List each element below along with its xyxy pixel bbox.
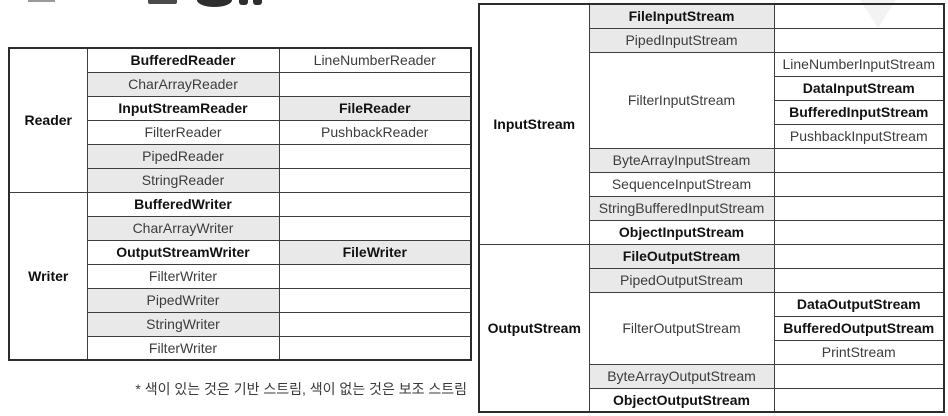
table-row: PipedInputStream bbox=[479, 27, 945, 53]
cell-piped-writer: PipedWriter bbox=[86, 287, 280, 313]
cell-object-output-stream: ObjectOutputStream bbox=[588, 387, 775, 413]
cell-buffered-input-stream: BufferedInputStream bbox=[773, 99, 945, 125]
table-row: FilterWriter bbox=[9, 263, 472, 289]
cell-char-array-reader: CharArrayReader bbox=[86, 71, 280, 97]
table-row: InputStreamReader FileReader bbox=[9, 95, 472, 121]
cropped-heading-fragment bbox=[197, 0, 232, 7]
empty-cell bbox=[773, 27, 945, 53]
cell-pushback-input-stream: PushbackInputStream bbox=[773, 123, 945, 149]
cell-filter-input-stream: FilterInputStream bbox=[588, 51, 775, 149]
cell-output-stream-writer: OutputStreamWriter bbox=[86, 239, 280, 265]
table-row: CharArrayReader bbox=[9, 71, 472, 97]
cropped-heading-fragment bbox=[239, 0, 248, 5]
table-row: ByteArrayInputStream bbox=[479, 147, 945, 173]
table-row: PipedOutputStream bbox=[479, 267, 945, 293]
writer-section-label: Writer bbox=[8, 191, 88, 361]
cell-char-array-writer: CharArrayWriter bbox=[86, 215, 280, 241]
table-row: BufferedOutputStream bbox=[479, 315, 945, 341]
input-stream-section-label: InputStream bbox=[478, 3, 590, 245]
cell-data-input-stream: DataInputStream bbox=[773, 75, 945, 101]
cell-string-buffered-input-stream: StringBufferedInputStream bbox=[588, 195, 775, 221]
cropped-heading-fragment bbox=[28, 0, 55, 2]
output-stream-section-label: OutputStream bbox=[478, 243, 590, 413]
cropped-heading-fragment bbox=[253, 0, 262, 5]
table-row: DataInputStream bbox=[479, 75, 945, 101]
table-row: StringBufferedInputStream bbox=[479, 195, 945, 221]
cell-filter-output-stream: FilterOutputStream bbox=[588, 291, 775, 365]
cell-data-output-stream: DataOutputStream bbox=[773, 291, 945, 317]
empty-cell bbox=[773, 387, 945, 413]
empty-cell bbox=[773, 147, 945, 173]
cell-file-reader: FileReader bbox=[278, 95, 472, 121]
cell-piped-output-stream: PipedOutputStream bbox=[588, 267, 775, 293]
table-row: OutputStream FileOutputStream bbox=[478, 243, 945, 413]
cell-buffered-writer: BufferedWriter bbox=[86, 191, 280, 217]
cell-input-stream-reader: InputStreamReader bbox=[86, 95, 280, 121]
cell-piped-input-stream: PipedInputStream bbox=[588, 27, 775, 53]
cell-pushback-reader: PushbackReader bbox=[278, 119, 472, 145]
cell-line-number-reader: LineNumberReader bbox=[278, 47, 472, 73]
empty-cell bbox=[773, 243, 945, 269]
table-row: StringReader bbox=[9, 167, 472, 193]
empty-cell bbox=[278, 167, 472, 193]
empty-cell bbox=[278, 287, 472, 313]
cell-sequence-input-stream: SequenceInputStream bbox=[588, 171, 775, 197]
table-row: FilterOutputStream DataOutputStream bbox=[479, 291, 945, 365]
cell-object-input-stream: ObjectInputStream bbox=[588, 219, 775, 245]
empty-cell bbox=[773, 171, 945, 197]
empty-cell bbox=[278, 335, 472, 361]
table-row: ObjectOutputStream bbox=[479, 387, 945, 413]
cell-filter-writer: FilterWriter bbox=[86, 263, 280, 289]
table-row: ObjectInputStream bbox=[479, 219, 945, 245]
cell-byte-array-output-stream: ByteArrayOutputStream bbox=[588, 363, 775, 389]
table-row: FilterWriter bbox=[9, 335, 472, 361]
cell-file-output-stream: FileOutputStream bbox=[588, 243, 775, 269]
empty-cell bbox=[278, 311, 472, 337]
table-row: SequenceInputStream bbox=[479, 171, 945, 197]
table-row: StringWriter bbox=[9, 311, 472, 337]
empty-cell bbox=[278, 143, 472, 169]
cell-string-writer: StringWriter bbox=[86, 311, 280, 337]
cell-filter-reader: FilterReader bbox=[86, 119, 280, 145]
table-row: PipedWriter bbox=[9, 287, 472, 313]
legend-caption: * 색이 있는 것은 기반 스트림, 색이 없는 것은 보조 스트림 bbox=[135, 381, 467, 397]
cell-file-input-stream: FileInputStream bbox=[588, 3, 775, 29]
table-row: FilterReader PushbackReader bbox=[9, 119, 472, 145]
table-row: CharArrayWriter bbox=[9, 215, 472, 241]
table-row: FilterInputStream LineNumberInputStream bbox=[479, 51, 945, 149]
empty-cell bbox=[773, 3, 945, 29]
empty-cell bbox=[773, 267, 945, 293]
table-row: Reader BufferedReader LineNumberReader bbox=[8, 47, 472, 193]
table-row: PipedReader bbox=[9, 143, 472, 169]
empty-cell bbox=[278, 263, 472, 289]
reader-section-label: Reader bbox=[8, 47, 88, 193]
empty-cell bbox=[773, 363, 945, 389]
empty-cell bbox=[278, 215, 472, 241]
cell-buffered-reader: BufferedReader bbox=[86, 47, 280, 73]
table-row: PushbackInputStream bbox=[479, 123, 945, 149]
empty-cell bbox=[773, 219, 945, 245]
reader-writer-table: Reader BufferedReader LineNumberReader C… bbox=[8, 47, 472, 361]
cropped-heading-fragment bbox=[148, 0, 177, 4]
cell-print-stream: PrintStream bbox=[773, 339, 945, 365]
table-row: Writer BufferedWriter bbox=[8, 191, 472, 361]
cell-buffered-output-stream: BufferedOutputStream bbox=[773, 315, 945, 341]
stream-table: InputStream FileInputStream PipedInputSt… bbox=[478, 3, 945, 413]
cell-byte-array-input-stream: ByteArrayInputStream bbox=[588, 147, 775, 173]
cell-piped-reader: PipedReader bbox=[86, 143, 280, 169]
cell-file-writer: FileWriter bbox=[278, 239, 472, 265]
table-row: InputStream FileInputStream bbox=[478, 3, 945, 245]
cell-string-reader: StringReader bbox=[86, 167, 280, 193]
empty-cell bbox=[278, 191, 472, 217]
empty-cell bbox=[278, 71, 472, 97]
cell-filter-writer-2: FilterWriter bbox=[86, 335, 280, 361]
empty-cell bbox=[773, 195, 945, 221]
cell-line-number-input-stream: LineNumberInputStream bbox=[773, 51, 945, 77]
